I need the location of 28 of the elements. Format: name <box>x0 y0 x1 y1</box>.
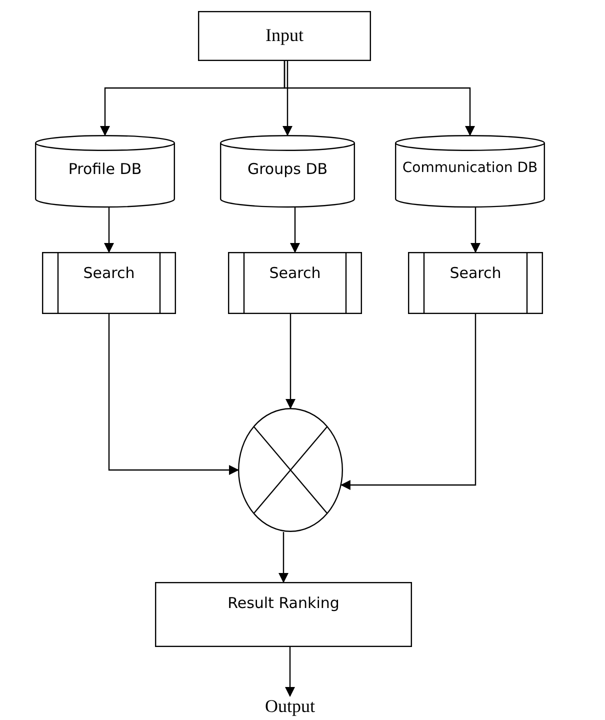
node-label: Search <box>448 264 502 282</box>
arrow <box>104 207 114 253</box>
database-cylinder <box>395 135 545 207</box>
predefined-process-box <box>408 252 543 314</box>
predefined-process-box <box>228 252 362 314</box>
node-label: Input <box>264 25 304 46</box>
arrow <box>286 314 296 409</box>
arrow <box>282 61 292 136</box>
node-label: Communication DB <box>401 160 539 176</box>
process-box <box>155 582 412 647</box>
node-label: Groups DB <box>246 160 329 178</box>
database-cylinder <box>220 135 355 207</box>
node-label: Search <box>82 264 136 282</box>
arrow <box>340 314 476 490</box>
summing-junction-symbol <box>238 408 343 532</box>
arrow <box>108 314 239 475</box>
arrow <box>278 532 288 583</box>
output-label: Output <box>250 696 330 720</box>
database-cylinder <box>35 135 175 207</box>
arrow <box>470 207 480 253</box>
node-label: Result Ranking <box>226 594 340 612</box>
process-box <box>198 11 371 61</box>
arrow <box>285 647 295 697</box>
node-label: Profile DB <box>67 160 143 178</box>
arrow <box>284 61 475 136</box>
node-label: Search <box>268 264 322 282</box>
predefined-process-box <box>42 252 176 314</box>
arrow <box>290 207 300 253</box>
